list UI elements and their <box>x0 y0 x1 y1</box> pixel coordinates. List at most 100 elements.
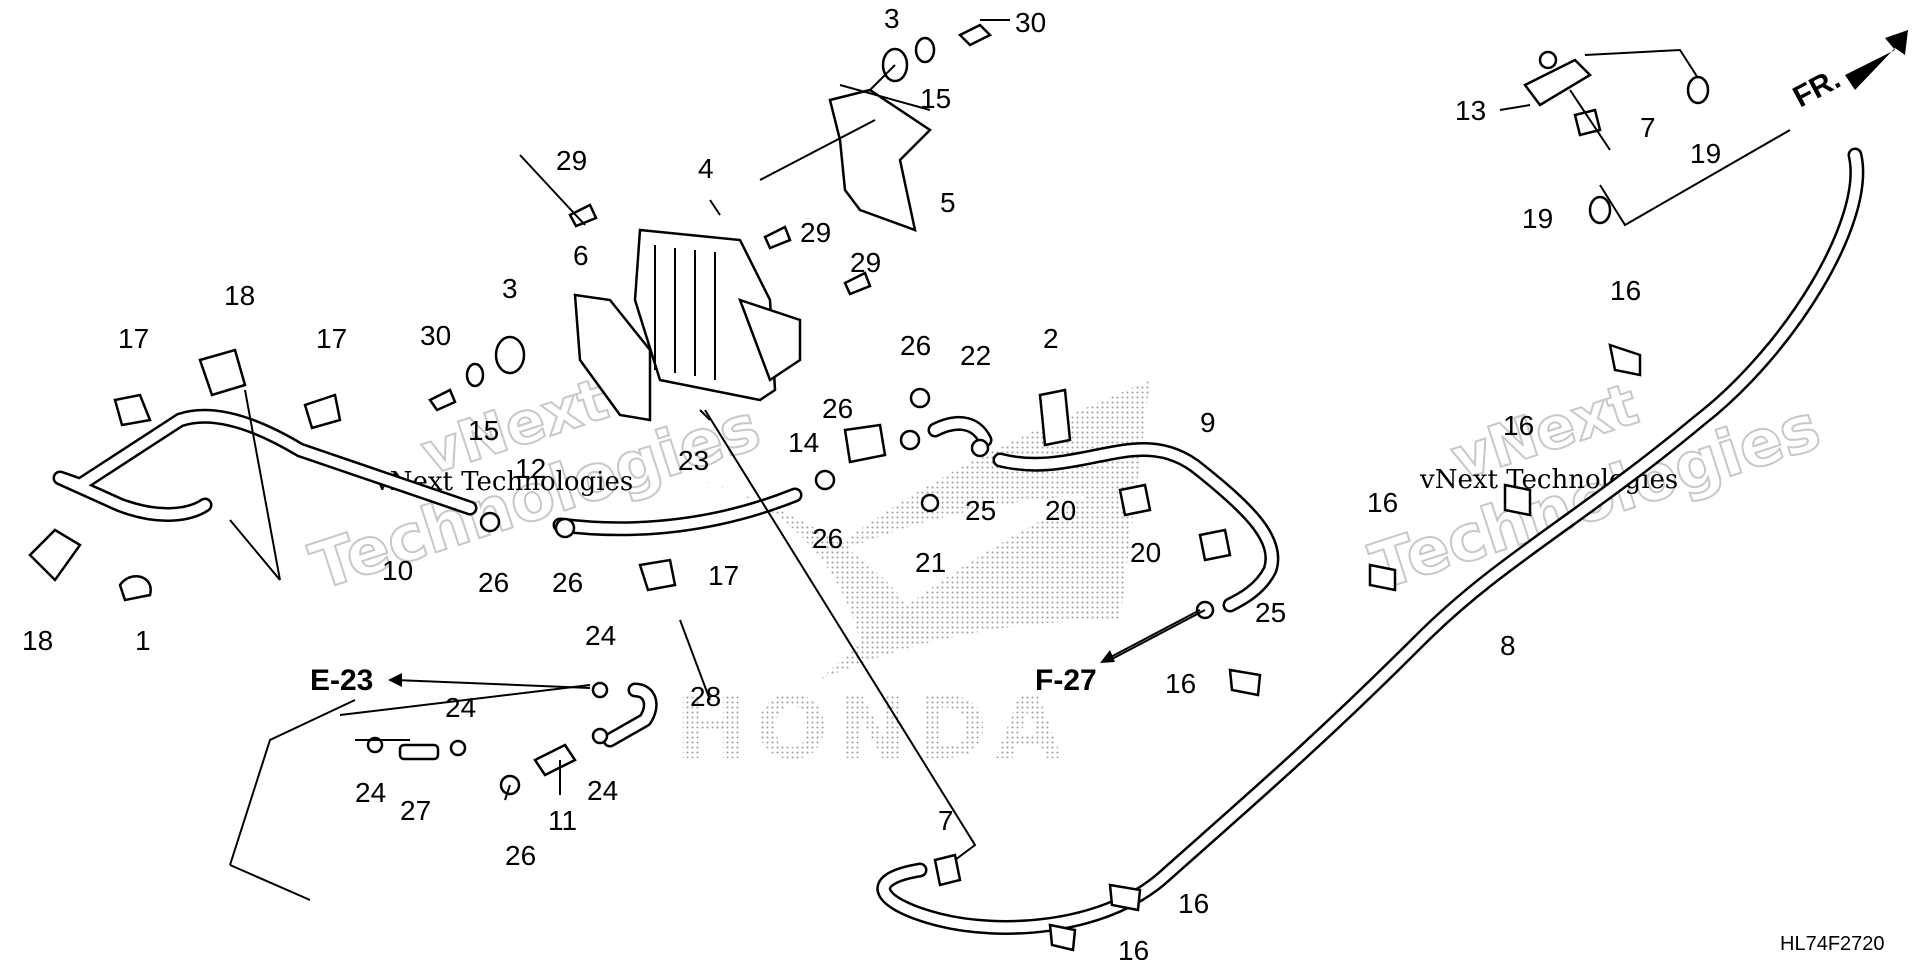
ref-e23: E-23 <box>310 664 373 697</box>
front-label: FR. <box>1788 62 1846 114</box>
callout-21: 21 <box>915 547 946 578</box>
callout-20-a: 20 <box>1045 495 1076 526</box>
callout-16-d: 16 <box>1165 668 1196 699</box>
callout-7-bottom: 7 <box>938 805 954 836</box>
clamp-16-f <box>1048 923 1077 952</box>
diagram-code: HL74F2720 <box>1780 933 1885 955</box>
clamp-18-a <box>198 348 247 397</box>
callout-26-b: 26 <box>822 393 853 424</box>
clamp-2 <box>1038 388 1072 447</box>
clip-7-bottom <box>933 853 962 887</box>
callout-25-b: 25 <box>1255 597 1286 628</box>
callout-29-b: 29 <box>800 217 831 248</box>
callout-26-c: 26 <box>812 523 843 554</box>
leader-lines <box>229 19 1791 901</box>
callout-22: 22 <box>960 340 991 371</box>
callout-17-c: 17 <box>708 560 739 591</box>
ref-f27: F-27 <box>1035 664 1097 697</box>
clip-7-top <box>1573 108 1602 137</box>
hose-23 <box>552 487 803 537</box>
callout-26-a: 26 <box>900 330 931 361</box>
bolt-30-top <box>957 23 993 47</box>
callout-30-top: 30 <box>1015 7 1046 38</box>
clamp-18-b <box>28 528 82 582</box>
callout-14: 14 <box>788 427 819 458</box>
callout-26-f: 26 <box>505 840 536 871</box>
callout-17-b: 17 <box>316 323 347 354</box>
callout-13: 13 <box>1455 95 1486 126</box>
callout-16-e: 16 <box>1178 888 1209 919</box>
callout-27: 27 <box>400 795 431 826</box>
callout-16-b: 16 <box>1503 410 1534 441</box>
callout-16-c: 16 <box>1367 487 1398 518</box>
callout-19-b: 19 <box>1522 203 1553 234</box>
callout-24-c: 24 <box>355 777 386 808</box>
watermark-right: vNext Technologies vNext Technologies <box>1361 369 1830 607</box>
bracket-6 <box>573 293 652 422</box>
hose-22 <box>927 415 993 448</box>
joint-27 <box>398 743 440 761</box>
honda-logo-text: HONDA <box>675 679 1070 779</box>
callout-5: 5 <box>940 187 956 218</box>
watermark-left: vNext Technologies vNext Technologies <box>301 364 770 607</box>
callout-18-b: 18 <box>22 625 53 656</box>
clamp-1 <box>118 575 152 602</box>
callout-26-d: 26 <box>478 567 509 598</box>
callout-24-b: 24 <box>445 692 476 723</box>
hose-28 <box>602 682 658 748</box>
collar-15-left <box>465 362 485 388</box>
callout-1: 1 <box>135 625 151 656</box>
callout-20-b: 20 <box>1130 537 1161 568</box>
clip-21 <box>920 493 940 513</box>
valve-11 <box>533 743 577 777</box>
callout-19-a: 19 <box>1690 138 1721 169</box>
bolt-30-left <box>428 388 457 412</box>
clamp-17-b <box>303 393 342 430</box>
callout-15-top: 15 <box>920 83 951 114</box>
clamp-17-c <box>638 558 677 592</box>
callout-29-a: 29 <box>556 145 587 176</box>
callout-30-left: 30 <box>420 320 451 351</box>
clamp-20-b <box>1198 528 1232 562</box>
callout-17-a: 17 <box>118 323 149 354</box>
clamp-20-a <box>1118 483 1152 517</box>
clamp-17-a <box>113 393 152 427</box>
clamp-16-b <box>1503 483 1532 517</box>
callout-12: 12 <box>515 453 546 484</box>
callout-8: 8 <box>1500 630 1516 661</box>
callout-25-a: 25 <box>965 495 996 526</box>
clamp-16-d <box>1228 668 1262 697</box>
clip-26-set <box>479 387 931 796</box>
callout-3-top: 3 <box>884 3 900 34</box>
bolt-29-b <box>763 225 792 250</box>
bolt-29-c <box>843 271 872 296</box>
callout-23: 23 <box>678 445 709 476</box>
clamp-16-e <box>1108 883 1142 912</box>
callout-18-a: 18 <box>224 280 255 311</box>
hose-8 <box>876 147 1865 935</box>
collar-15-top <box>914 36 936 64</box>
callout-labels: 1 2 3 3 4 5 6 7 7 8 9 10 11 12 13 14 15 … <box>22 3 1721 960</box>
callout-28: 28 <box>690 681 721 712</box>
callout-4: 4 <box>698 153 714 184</box>
callout-16-a: 16 <box>1610 275 1641 306</box>
callout-2: 2 <box>1043 323 1059 354</box>
callout-3-left: 3 <box>502 273 518 304</box>
callout-15-left: 15 <box>468 415 499 446</box>
tube-13 <box>1523 50 1593 107</box>
canister-4 <box>633 228 802 402</box>
callout-7-top: 7 <box>1640 112 1656 143</box>
callout-11: 11 <box>548 805 577 836</box>
callout-6: 6 <box>573 240 589 271</box>
front-arrow <box>1845 30 1908 90</box>
clip-19-b <box>1588 195 1612 225</box>
callout-29-c: 29 <box>850 247 881 278</box>
clip-19-a <box>1686 75 1710 105</box>
callout-16-f: 16 <box>1118 935 1149 960</box>
clamp-16-c <box>1368 563 1397 592</box>
bolt-29-a <box>568 203 598 228</box>
valve-14 <box>843 423 887 464</box>
callout-26-e: 26 <box>552 567 583 598</box>
callout-24-d: 24 <box>587 775 618 806</box>
callout-9: 9 <box>1200 407 1216 438</box>
